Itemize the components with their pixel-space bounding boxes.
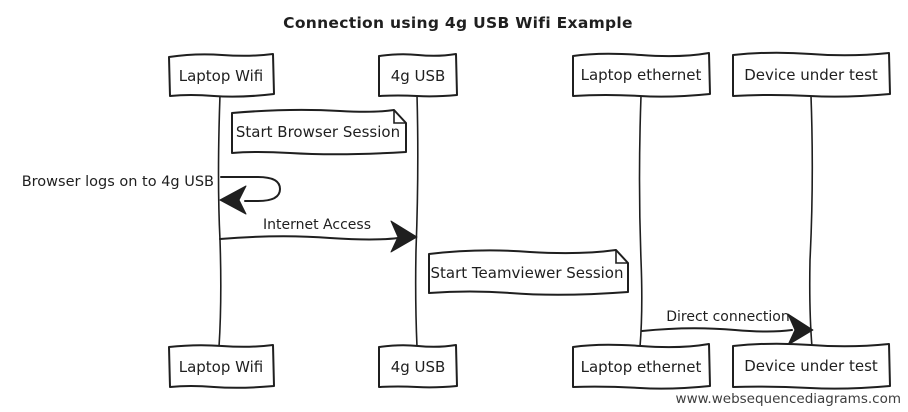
actor-label: Laptop ethernet	[581, 66, 702, 84]
message-browser-logs-on: Browser logs on to 4g USB	[22, 174, 281, 215]
message-label: Browser logs on to 4g USB	[22, 174, 214, 190]
actor-box	[168, 53, 275, 98]
actor-top-laptop-ethernet: Laptop ethernet	[572, 52, 711, 98]
note-label: Start Browser Session	[236, 123, 400, 141]
actor-label: Device under test	[744, 357, 878, 375]
lifeline-laptop-wifi	[217, 94, 222, 348]
actor-label: Device under test	[744, 66, 878, 84]
lifeline-device-under-test	[808, 95, 814, 348]
message-label: Direct connection	[666, 309, 790, 325]
actor-bottom-4g-usb: 4g USB	[378, 344, 458, 389]
actor-box	[572, 343, 711, 390]
lifeline-4g-usb	[414, 94, 419, 348]
actor-label: 4g USB	[391, 67, 446, 85]
actor-box	[378, 344, 458, 389]
note-fold-icon	[393, 109, 407, 124]
note-start-teamviewer-session: Start Teamviewer Session	[428, 249, 629, 296]
actor-label: Laptop Wifi	[179, 67, 264, 85]
lifeline-laptop-ethernet	[638, 95, 643, 348]
actor-box	[168, 344, 275, 389]
actor-box	[732, 342, 891, 390]
actor-top-laptop-wifi: Laptop Wifi	[168, 53, 275, 98]
note-start-browser-session: Start Browser Session	[231, 108, 407, 156]
arrow-right-icon	[390, 220, 418, 253]
actor-top-device-under-test: Device under test	[732, 51, 891, 98]
self-message-loop	[220, 176, 281, 202]
message-direct-connection: Direct connection	[641, 309, 814, 346]
actor-bottom-laptop-ethernet: Laptop ethernet	[572, 343, 711, 390]
actor-label: 4g USB	[391, 358, 446, 376]
actor-bottom-device-under-test: Device under test	[732, 342, 891, 390]
diagram-title: Connection using 4g USB Wifi Example	[283, 14, 633, 32]
message-internet-access: Internet Access	[219, 217, 418, 253]
note-box	[231, 108, 407, 156]
actor-box	[378, 53, 458, 98]
arrow-left-icon	[219, 185, 247, 215]
note-box	[428, 249, 629, 296]
actor-label: Laptop ethernet	[581, 358, 702, 376]
actor-bottom-laptop-wifi: Laptop Wifi	[168, 344, 275, 389]
message-line	[641, 327, 793, 333]
note-fold-icon	[615, 249, 629, 264]
message-line	[219, 235, 399, 241]
watermark: www.websequencediagrams.com	[676, 391, 901, 407]
actor-box	[572, 52, 711, 98]
actor-label: Laptop Wifi	[179, 358, 264, 376]
actor-top-4g-usb: 4g USB	[378, 53, 458, 98]
actor-box	[732, 51, 891, 98]
arrow-right-icon	[787, 313, 814, 346]
note-label: Start Teamviewer Session	[431, 264, 624, 282]
message-label: Internet Access	[263, 217, 371, 233]
